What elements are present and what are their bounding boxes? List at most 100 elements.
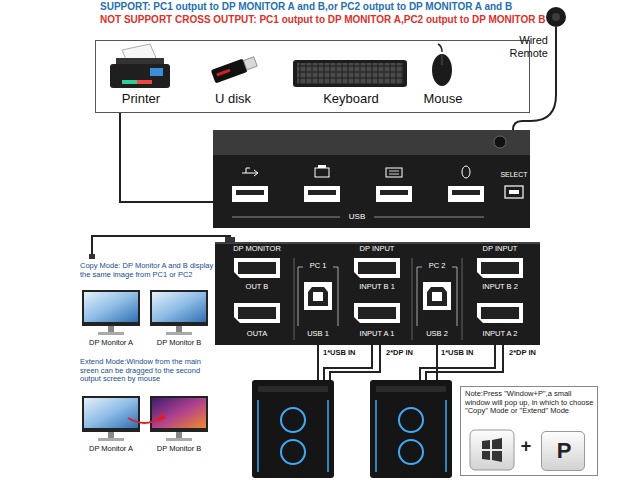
pc-cables [420, 345, 495, 380]
printer-icon [122, 80, 137, 84]
windows-key [492, 438, 502, 449]
node-text: DP MONITOR [222, 245, 292, 254]
kvm-bottom-unit [304, 282, 332, 310]
node-text: U disk [201, 92, 265, 107]
monitor-label: DP Monitor A [78, 445, 144, 454]
note-box: Note:Press "Window+P",a small window wil… [460, 386, 598, 476]
kvm-bottom-unit [215, 242, 540, 345]
monitor-icon [152, 292, 206, 322]
cable-label: 2*DP IN [386, 349, 430, 358]
printer-icon [150, 68, 163, 76]
monitor-icon [108, 432, 114, 438]
cable-label: 1*USB IN [441, 349, 489, 358]
monitor-label: DP Monitor B [146, 339, 212, 348]
wired-remote [552, 13, 560, 21]
kvm-top-unit [318, 165, 326, 168]
kvm-top-unit [308, 190, 336, 195]
kvm-top-unit [232, 186, 268, 202]
kvm-bottom-unit [477, 303, 523, 323]
kvm-top-unit [505, 186, 523, 198]
kvm-top-panel: USB SELECT [213, 130, 530, 228]
kvm-bottom-unit [432, 292, 442, 301]
node-text: USB [342, 212, 372, 221]
monitor-icon [84, 398, 138, 428]
drag-arrow [128, 413, 166, 423]
pc-tower [281, 440, 305, 464]
monitor-icon [108, 326, 114, 332]
pc-tower [445, 400, 447, 472]
pc-tower [399, 440, 423, 464]
monitor-icon [84, 292, 138, 322]
warning-note: NOT SUPPORT CROSS OUTPUT: PC1 output to … [100, 14, 630, 26]
pc-tower [327, 400, 329, 472]
usb-stick-icon [216, 69, 230, 77]
pc-tower [370, 380, 452, 478]
kvm-top-unit [213, 155, 530, 228]
monitor-icon [150, 290, 208, 335]
drag-arrow [158, 413, 166, 422]
kvm-bottom-unit [354, 303, 400, 323]
kvm-bottom-unit [358, 262, 396, 274]
windows-key [470, 430, 514, 470]
pc-cables [318, 345, 503, 380]
printer-icon [110, 44, 170, 88]
pc-tower [376, 386, 446, 392]
kvm-bottom-unit [477, 258, 523, 278]
remote-label: Wired Remote [490, 34, 548, 59]
pc-tower [257, 400, 259, 472]
kvm-top-unit [374, 217, 484, 218]
node-text: INPUT A 2 [468, 330, 532, 339]
pc-tower [399, 408, 423, 432]
monitor-cable [92, 236, 230, 257]
pc-tower [370, 380, 452, 478]
node-text: Printer [105, 92, 177, 107]
kvm-bottom-unit [294, 258, 295, 340]
node-text: Note:Press "Window+P",a small window wil… [465, 390, 595, 416]
kvm-top-unit [389, 171, 399, 174]
monitor-icon [82, 396, 140, 432]
monitor-icon [176, 326, 182, 332]
monitor-icon [166, 438, 192, 441]
kvm-bottom-unit [215, 242, 540, 345]
kvm-bottom-unit [298, 267, 338, 326]
wired-remote [546, 7, 566, 27]
monitor-label: DP Monitor A [78, 339, 144, 348]
pc-tower [281, 408, 305, 432]
kvm-top-unit [242, 168, 258, 176]
node-text: OUTA [227, 330, 287, 339]
windows-key [470, 430, 514, 470]
node-text: INPUT B 2 [468, 283, 532, 292]
node-text: PC 2 [424, 262, 450, 271]
printer-icon [110, 64, 170, 88]
kvm-top-unit [386, 168, 402, 177]
monitor-icon [98, 332, 124, 335]
pc-cables [426, 345, 503, 380]
kvm-bottom-unit [308, 287, 328, 306]
kvm-top-unit [213, 130, 530, 156]
kvm-bottom-unit [238, 262, 276, 274]
mode-note: Extend Mode:Window from the main sreen c… [80, 358, 216, 384]
pc-tower [375, 400, 377, 472]
kvm-bottom-unit [234, 303, 280, 323]
monitor-icon [150, 290, 208, 326]
monitor-cable [225, 237, 235, 243]
monitor-icon [176, 432, 182, 438]
kvm-bottom-unit [215, 242, 540, 244]
kvm-bottom-unit [358, 307, 396, 319]
pc-tower [258, 386, 328, 392]
cable-label: 2*DP IN [509, 349, 553, 358]
node-text: Mouse [411, 92, 475, 107]
node-text: DP INPUT [345, 245, 409, 254]
windows-key [482, 451, 490, 460]
kvm-top-unit [232, 217, 340, 218]
node-text: SELECT [497, 171, 531, 179]
usb-stick-icon [211, 59, 248, 84]
key-cap: P [541, 431, 585, 471]
kvm-top-unit [315, 168, 329, 177]
node-text: PC 1 [305, 262, 331, 271]
mouse-icon [442, 55, 443, 65]
kvm-bottom-unit [481, 307, 519, 319]
kvm-bottom-unit [313, 292, 323, 301]
mouse-icon [432, 54, 452, 86]
